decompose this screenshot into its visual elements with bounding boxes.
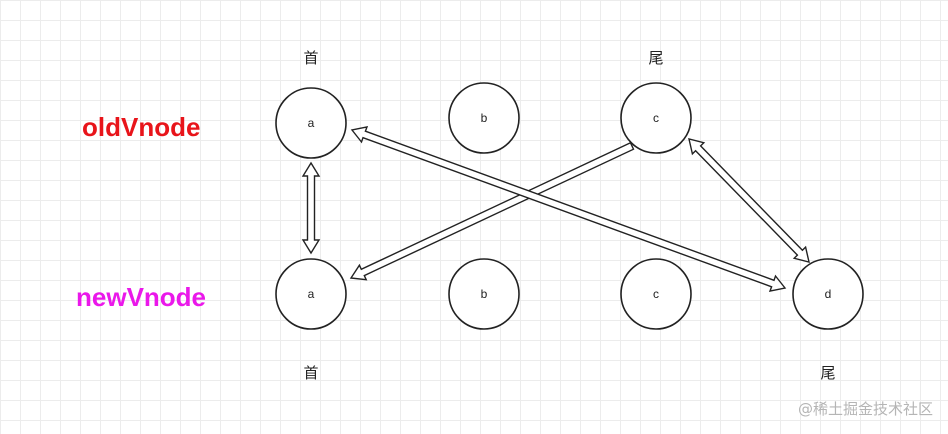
new-node-d-label: d xyxy=(825,287,832,301)
old-node-c-label: c xyxy=(653,111,659,125)
arrow-old-a-to-new-d xyxy=(350,125,787,293)
old-node-a: a xyxy=(275,87,347,159)
new-node-d: d xyxy=(792,258,864,330)
old-node-a-label: a xyxy=(308,116,315,130)
old-node-b: b xyxy=(448,82,520,154)
new-node-a-label: a xyxy=(308,287,315,301)
arrow-old-a-to-new-a xyxy=(301,161,321,255)
new-tail-marker: 尾 xyxy=(820,364,835,382)
old-tail-marker: 尾 xyxy=(648,49,663,67)
watermark: @稀土掘金技术社区 xyxy=(798,400,933,418)
old-vnode-label: oldVnode xyxy=(82,112,200,142)
new-node-a: a xyxy=(275,258,347,330)
old-head-marker: 首 xyxy=(303,49,318,67)
new-node-b-label: b xyxy=(481,287,488,301)
new-head-marker: 首 xyxy=(303,364,318,382)
arrow-old-c-to-new-d xyxy=(688,138,810,263)
new-node-c: c xyxy=(620,258,692,330)
new-node-c-label: c xyxy=(653,287,659,301)
new-node-b: b xyxy=(448,258,520,330)
arrow-old-c-to-new-a xyxy=(349,141,635,281)
new-vnode-label: newVnode xyxy=(76,282,206,312)
old-node-b-label: b xyxy=(481,111,488,125)
old-node-c: c xyxy=(620,82,692,154)
arrows-layer xyxy=(301,125,810,293)
